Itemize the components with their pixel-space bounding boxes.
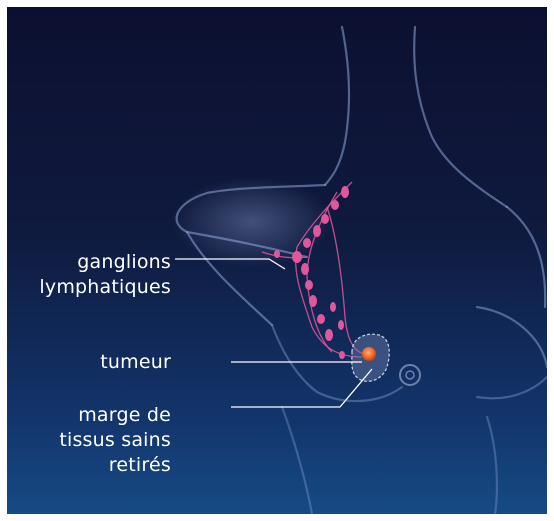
label-line: lymphatiques <box>39 275 171 300</box>
nipple <box>400 365 420 385</box>
body-silhouette <box>177 27 547 514</box>
label-line: tumeur <box>100 350 171 375</box>
label-line: retirés <box>59 453 171 478</box>
label-line: tissus sains <box>59 428 171 453</box>
leader-lines <box>175 259 372 407</box>
label-tumeur: tumeur <box>100 350 171 375</box>
illustration-frame: ganglions lymphatiques tumeur marge de t… <box>7 7 547 514</box>
label-marge-tissus: marge de tissus sains retirés <box>59 403 171 478</box>
label-ganglions-lymphatiques: ganglions lymphatiques <box>39 250 171 300</box>
label-line: ganglions <box>39 250 171 275</box>
label-line: marge de <box>59 403 171 428</box>
tumor <box>362 347 376 361</box>
